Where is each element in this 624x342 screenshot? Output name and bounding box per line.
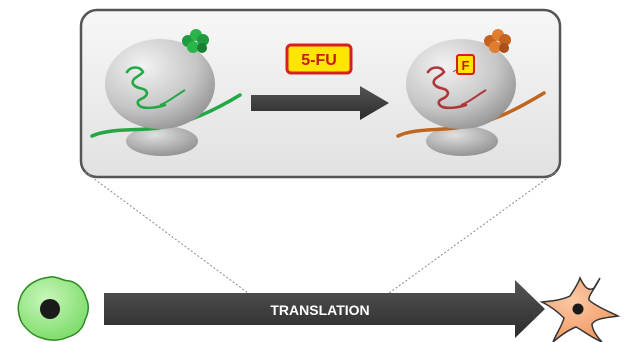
ribosome-modified: F [396,29,546,156]
ribosome-large-subunit [406,39,516,129]
fluorine-badge: F [456,54,475,75]
trna-loop-normal [125,66,167,110]
ribosome-large-subunit [105,39,215,129]
nascent-chain-modified [460,89,487,106]
fluorine-label: F [462,58,470,73]
protein-cluster-green-icon [182,29,209,53]
zoom-line-right [384,171,557,297]
drug-badge: 5-FU [285,43,353,75]
conversion-arrow [251,86,389,120]
nucleus [572,303,584,315]
ribosome-normal [90,29,242,156]
round-cell-icon [17,276,89,341]
translation-label: TRANSLATION [270,302,369,318]
drug-label: 5-FU [301,52,337,69]
translation-arrow [104,280,545,338]
trna-loop-modified [426,66,468,110]
nascent-chain-normal [159,89,186,106]
protein-cluster-orange-icon [484,29,511,53]
ribosome-small-subunit [426,126,498,156]
ribosome-small-subunit [126,126,198,156]
nucleus [40,299,60,319]
zoom-line-left [84,171,253,297]
stellate-cell-icon [539,276,621,342]
